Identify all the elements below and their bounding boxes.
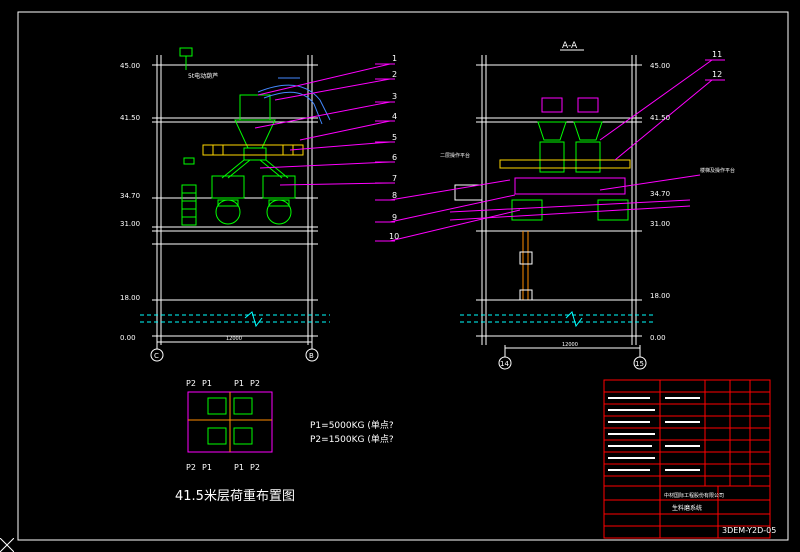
- left-overall-dim: 12000: [226, 336, 242, 342]
- callout-7: 7: [392, 174, 397, 183]
- tb-company: 中材国际工程股份有限公司: [664, 492, 724, 499]
- right-elev-5: 18.00: [650, 292, 670, 300]
- right-note-left: 二层操作平台: [440, 152, 470, 159]
- tb-drawing-no: 3DEM-Y2D-05: [722, 526, 776, 535]
- callout-4: 4: [392, 112, 397, 121]
- load-top-p1a: P1: [202, 379, 212, 388]
- callout-10: 10: [389, 232, 399, 241]
- load-p2-note: P2=1500KG (单点?: [310, 433, 394, 445]
- callout-leaders: [254, 59, 725, 242]
- right-elev-2: 41.50: [650, 114, 670, 122]
- right-axis-15: 15: [635, 360, 644, 368]
- callout-12: 12: [712, 70, 722, 79]
- load-bot-p1b: P1: [234, 463, 244, 472]
- callout-3: 3: [392, 92, 397, 101]
- left-duct: [257, 77, 331, 125]
- load-top-p2b: P2: [250, 379, 260, 388]
- left-elev-5: 18.00: [120, 294, 140, 302]
- tb-title: 生料磨系统: [672, 504, 702, 512]
- right-elev-3: 34.70: [650, 190, 670, 198]
- callout-5: 5: [392, 133, 397, 142]
- right-equipment: [499, 97, 631, 221]
- right-elev-4: 31.00: [650, 220, 670, 228]
- right-note-right: 楼梯及操作平台: [700, 167, 735, 174]
- callout-6: 6: [392, 153, 397, 162]
- callout-9: 9: [392, 213, 397, 222]
- title-block-text-lines: [608, 397, 700, 471]
- right-elev-1: 45.00: [650, 62, 670, 70]
- left-elevation-view: [140, 55, 330, 362]
- left-elev-4: 31.00: [120, 220, 140, 228]
- right-overall-dim: 12000: [562, 342, 578, 348]
- left-platform: [202, 144, 304, 156]
- sheet-border: [17, 11, 789, 541]
- load-plan-title: 41.5米层荷重布置图: [175, 488, 295, 504]
- right-elev-6: 0.00: [650, 334, 666, 342]
- section-title: A-A: [562, 41, 578, 51]
- load-top-p2a: P2: [186, 379, 196, 388]
- left-elev-3: 34.70: [120, 192, 140, 200]
- load-bot-p1a: P1: [202, 463, 212, 472]
- load-plan: [187, 391, 273, 453]
- left-elev-6: 0.00: [120, 334, 136, 342]
- callout-11: 11: [712, 50, 722, 59]
- left-axis-b: B: [309, 352, 314, 360]
- callout-1: 1: [392, 54, 397, 63]
- load-bot-p2b: P2: [250, 463, 260, 472]
- left-elev-1: 45.00: [120, 62, 140, 70]
- left-equipment: [179, 47, 296, 226]
- ucs-cursor-icon: [0, 538, 14, 552]
- right-axis-14: 14: [500, 360, 509, 368]
- left-elev-2: 41.50: [120, 114, 140, 122]
- callout-8: 8: [392, 191, 397, 200]
- callout-2: 2: [392, 70, 397, 79]
- title-block: [603, 379, 771, 539]
- load-top-p1b: P1: [234, 379, 244, 388]
- load-bot-p2a: P2: [186, 463, 196, 472]
- load-p1-note: P1=5000KG (单点?: [310, 419, 394, 431]
- left-hoist-note: 5t电动葫芦: [188, 72, 218, 80]
- left-axis-c: C: [154, 352, 159, 360]
